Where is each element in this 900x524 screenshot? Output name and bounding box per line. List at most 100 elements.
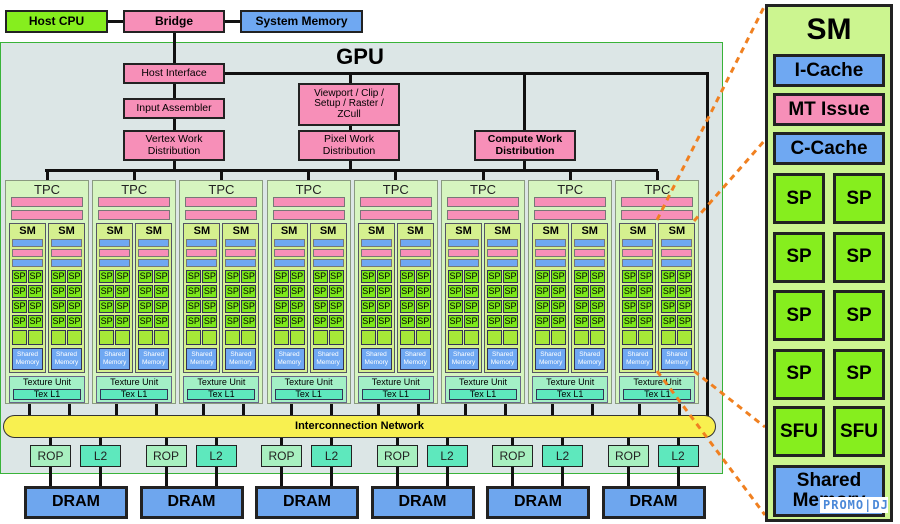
dram-box: DRAM [601, 486, 706, 519]
tpc-label: TPC [382, 182, 409, 197]
sp-core: SP [312, 285, 328, 298]
sm-icache-bar [225, 239, 257, 247]
sm-icache-bar [312, 239, 344, 247]
sfu-unit [202, 330, 218, 345]
sm-label: SM [145, 225, 162, 237]
sfu-unit [551, 330, 567, 345]
sp-core: SP [590, 270, 606, 283]
sfu-unit [590, 330, 606, 345]
sp-core: SP [99, 285, 115, 298]
sp-core: SP [67, 270, 82, 283]
sm-mt-issue-bar [225, 249, 257, 257]
sp-core: SP [399, 315, 415, 328]
pixel-work-distribution-box: Pixel Work Distribution [298, 130, 400, 161]
sm-icache-bar [51, 239, 82, 247]
connector [155, 404, 159, 415]
sp-core: SP [241, 300, 257, 313]
sp-core: SP [487, 285, 502, 298]
tpc-pink-bar [359, 197, 432, 207]
connector [678, 404, 682, 415]
tpc-pink-bar [272, 197, 345, 207]
tpc-label: TPC [121, 182, 148, 197]
sp-core: SP [289, 315, 305, 328]
l2-cache-box: L2 [80, 445, 121, 467]
sm-label: SM [629, 225, 647, 237]
shared-memory: Shared Memory [360, 348, 392, 370]
connector [561, 438, 564, 446]
sp-core: SP [487, 300, 502, 313]
sp-core: SP [51, 270, 66, 283]
sp-core: SP [241, 270, 257, 283]
sm-mt-issue-bar [12, 249, 43, 257]
connector [132, 171, 136, 180]
sp-core: SP [622, 285, 638, 298]
sp-core: SP [138, 270, 154, 283]
input-assembler-box: Input Assembler [123, 98, 225, 119]
l2-cache-box: L2 [657, 445, 699, 467]
sm-label: SM [668, 225, 686, 237]
sfu-unit [535, 330, 551, 345]
sm-ccache-bar [273, 259, 305, 267]
sp-core: SP [464, 285, 479, 298]
sp-core: SP [225, 285, 241, 298]
sp-core: SP [399, 270, 415, 283]
sp-core: SP [138, 300, 154, 313]
connector [394, 171, 398, 180]
sp-core: SP [273, 270, 289, 283]
sm-ccache-bar [487, 259, 518, 267]
sm-label: SM [581, 225, 598, 237]
sp-core: SP [464, 315, 479, 328]
sp-core: SP [51, 315, 66, 328]
sm-mt-issue-bar [399, 249, 431, 257]
shared-memory: Shared Memory [12, 348, 43, 370]
sp-core: SP [638, 300, 654, 313]
connector [164, 466, 168, 487]
sm-mt-issue-bar [535, 249, 567, 257]
rop-box: ROP [376, 445, 418, 467]
sp-core: SP [225, 270, 241, 283]
sp-core: SP [415, 270, 431, 283]
sp-core: SP [415, 285, 431, 298]
gpu-title: GPU [336, 44, 384, 69]
sp-core: SP [99, 315, 115, 328]
shared-memory: Shared Memory [399, 348, 431, 370]
connector [349, 160, 352, 170]
l2-cache-box: L2 [542, 445, 583, 467]
sp-core: SP [154, 285, 170, 298]
c-cache-box: C-Cache [773, 132, 885, 165]
sfu-unit [51, 330, 66, 345]
connector [445, 438, 449, 446]
sfu-unit [448, 330, 463, 345]
sp-core: SP [28, 285, 43, 298]
sp-core: SP [638, 270, 654, 283]
sm-ccache-bar [12, 259, 43, 267]
sp-core: SP [28, 270, 43, 283]
sm-detail-title: SM [806, 13, 852, 46]
rop-box: ROP [261, 445, 302, 467]
shared-memory: Shared Memory [622, 348, 654, 370]
sm-ccache-bar [51, 259, 82, 267]
sfu-unit [360, 330, 376, 345]
connector [225, 72, 709, 75]
sm-icache-bar [360, 239, 392, 247]
sp-core: SP [574, 285, 590, 298]
sp-core: SP [328, 285, 344, 298]
sp-core: SP [115, 300, 131, 313]
sm-mt-issue-bar [99, 249, 131, 257]
watermark-logo: PROMO|DJ [820, 497, 888, 513]
sp-core: SP [67, 300, 82, 313]
sp-core: SP [186, 315, 202, 328]
connector [395, 438, 399, 446]
tex-l1: Tex L1 [100, 389, 169, 400]
tpc-pink-bar [98, 210, 171, 220]
connector [307, 171, 311, 180]
